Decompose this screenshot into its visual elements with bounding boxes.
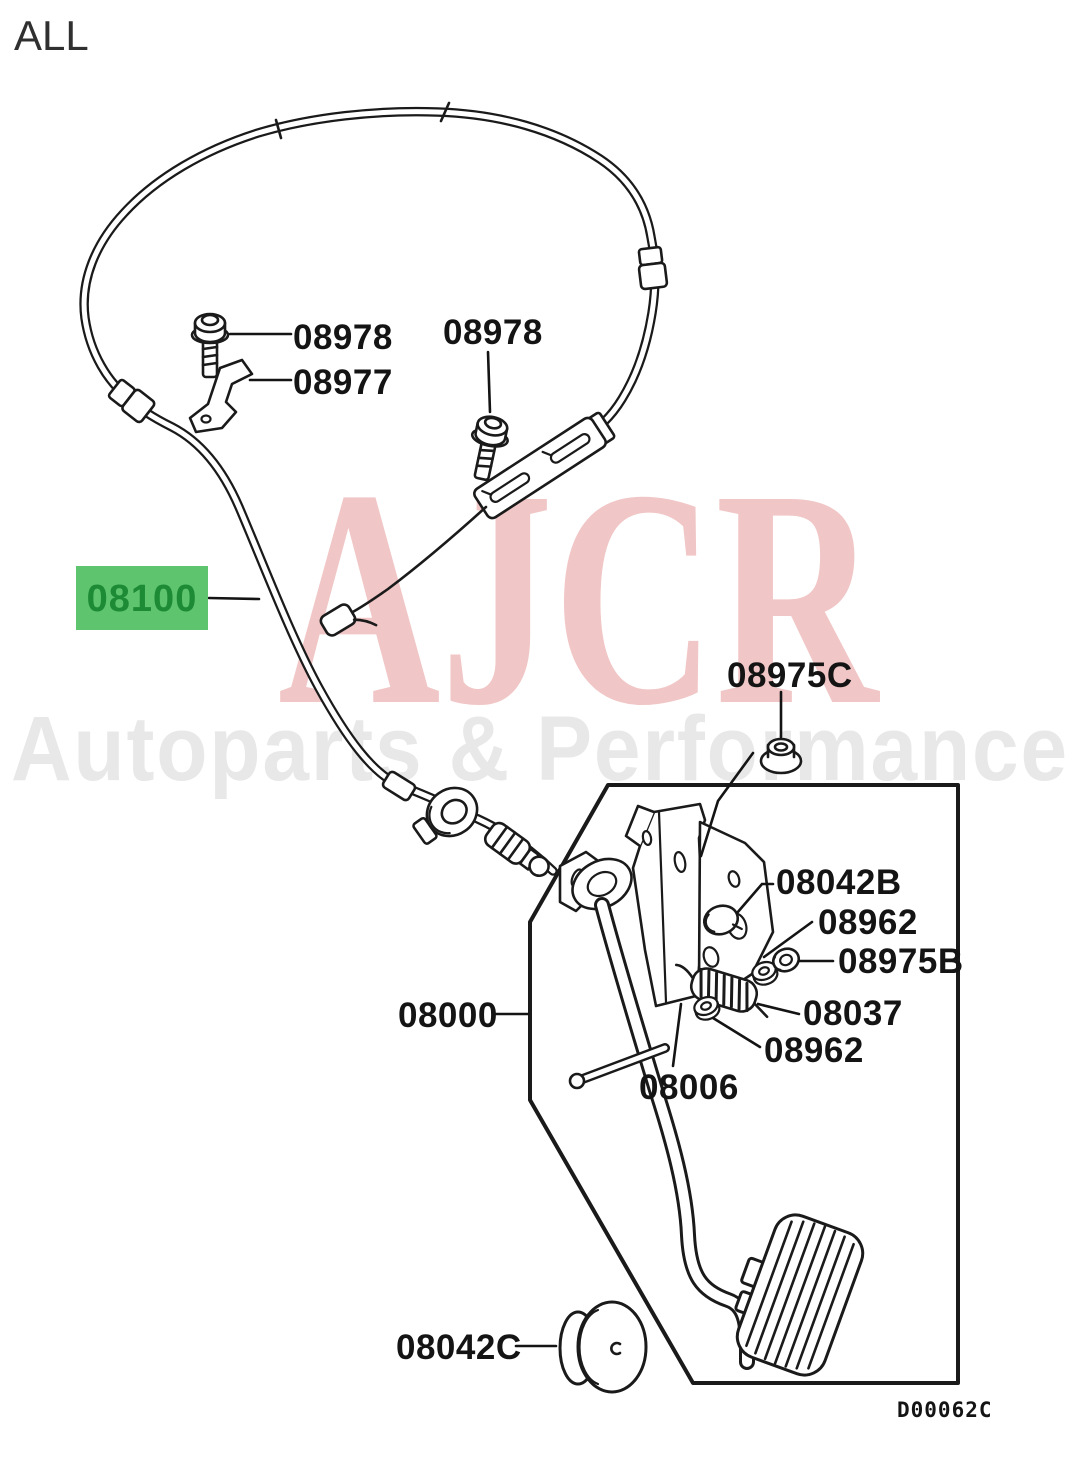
part-label-08962-upper[interactable]: 08962	[818, 903, 918, 942]
pedal-arm	[594, 897, 756, 1370]
leader-line	[486, 350, 492, 414]
pedal-cross-rod	[568, 1043, 670, 1090]
leader-line	[756, 1002, 801, 1016]
cable-ferrule-lower	[381, 770, 417, 802]
cable-grommet	[412, 786, 479, 845]
part-label-08037[interactable]: 08037	[803, 994, 903, 1033]
diagram-code: D00062C	[897, 1398, 993, 1422]
highlight-box[interactable]	[76, 566, 208, 630]
pedal-assembly-box	[528, 783, 960, 1385]
accelerator-cable	[79, 101, 660, 876]
washer-08975b	[771, 947, 801, 973]
part-label-08962-lower[interactable]: 08962	[764, 1031, 864, 1070]
part-label-08042b[interactable]: 08042B	[776, 863, 902, 902]
cable-joint-tick	[439, 101, 451, 123]
part-label-08000[interactable]: 08000	[398, 996, 498, 1035]
leader-lines	[207, 332, 835, 1348]
scope-label: ALL	[14, 12, 89, 59]
leader-line	[711, 1016, 762, 1049]
stopper-clip-08042b	[702, 904, 743, 936]
cable-adjuster-plate	[473, 411, 616, 520]
cable-end-plug	[483, 821, 550, 878]
part-label-08100[interactable]: 08100	[87, 578, 198, 620]
cable-joint-tick	[274, 118, 283, 140]
part-label-08006[interactable]: 08006	[639, 1068, 739, 1107]
clamp-bracket-08977	[188, 358, 254, 434]
leader-line	[699, 751, 755, 858]
part-label-08975b[interactable]: 08975B	[838, 942, 964, 981]
leader-line	[671, 1002, 683, 1068]
leader-line	[207, 596, 261, 601]
part-label-08978-right[interactable]: 08978	[443, 313, 543, 352]
leader-line	[735, 882, 775, 915]
watermark: AJCR Autoparts & Performance	[11, 427, 1067, 800]
highlighted-part-callout-08100[interactable]: 08100	[76, 566, 208, 630]
cable-ferrule-right	[637, 245, 669, 291]
part-label-08978-left[interactable]: 08978	[293, 318, 393, 357]
part-label-08975c[interactable]: 08975C	[727, 656, 853, 695]
pedal-stopper-knob-08042c	[558, 1300, 648, 1394]
cable-ferrule-left	[107, 378, 156, 424]
leader-line	[762, 920, 814, 959]
part-label-08042c[interactable]: 08042C	[396, 1328, 522, 1367]
nut-08975c	[759, 737, 803, 775]
cable-inner-wire	[319, 505, 488, 637]
pedal-pad	[734, 1213, 865, 1377]
pedal-pivot-boss	[558, 850, 633, 913]
part-label-08977[interactable]: 08977	[293, 363, 393, 402]
